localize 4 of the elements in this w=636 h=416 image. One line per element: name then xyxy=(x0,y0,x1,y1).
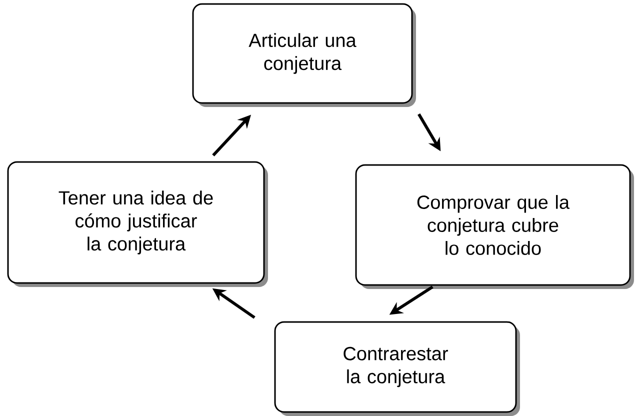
process-box: Tener una idea de cómo justificar la conjetura xyxy=(7,161,268,287)
process-box: Articular una conjetura xyxy=(192,3,416,107)
process-box: Comprovar que la conjetura cubre lo conocido xyxy=(355,164,634,289)
process-box: Contrarestar la conjetura xyxy=(274,321,520,416)
